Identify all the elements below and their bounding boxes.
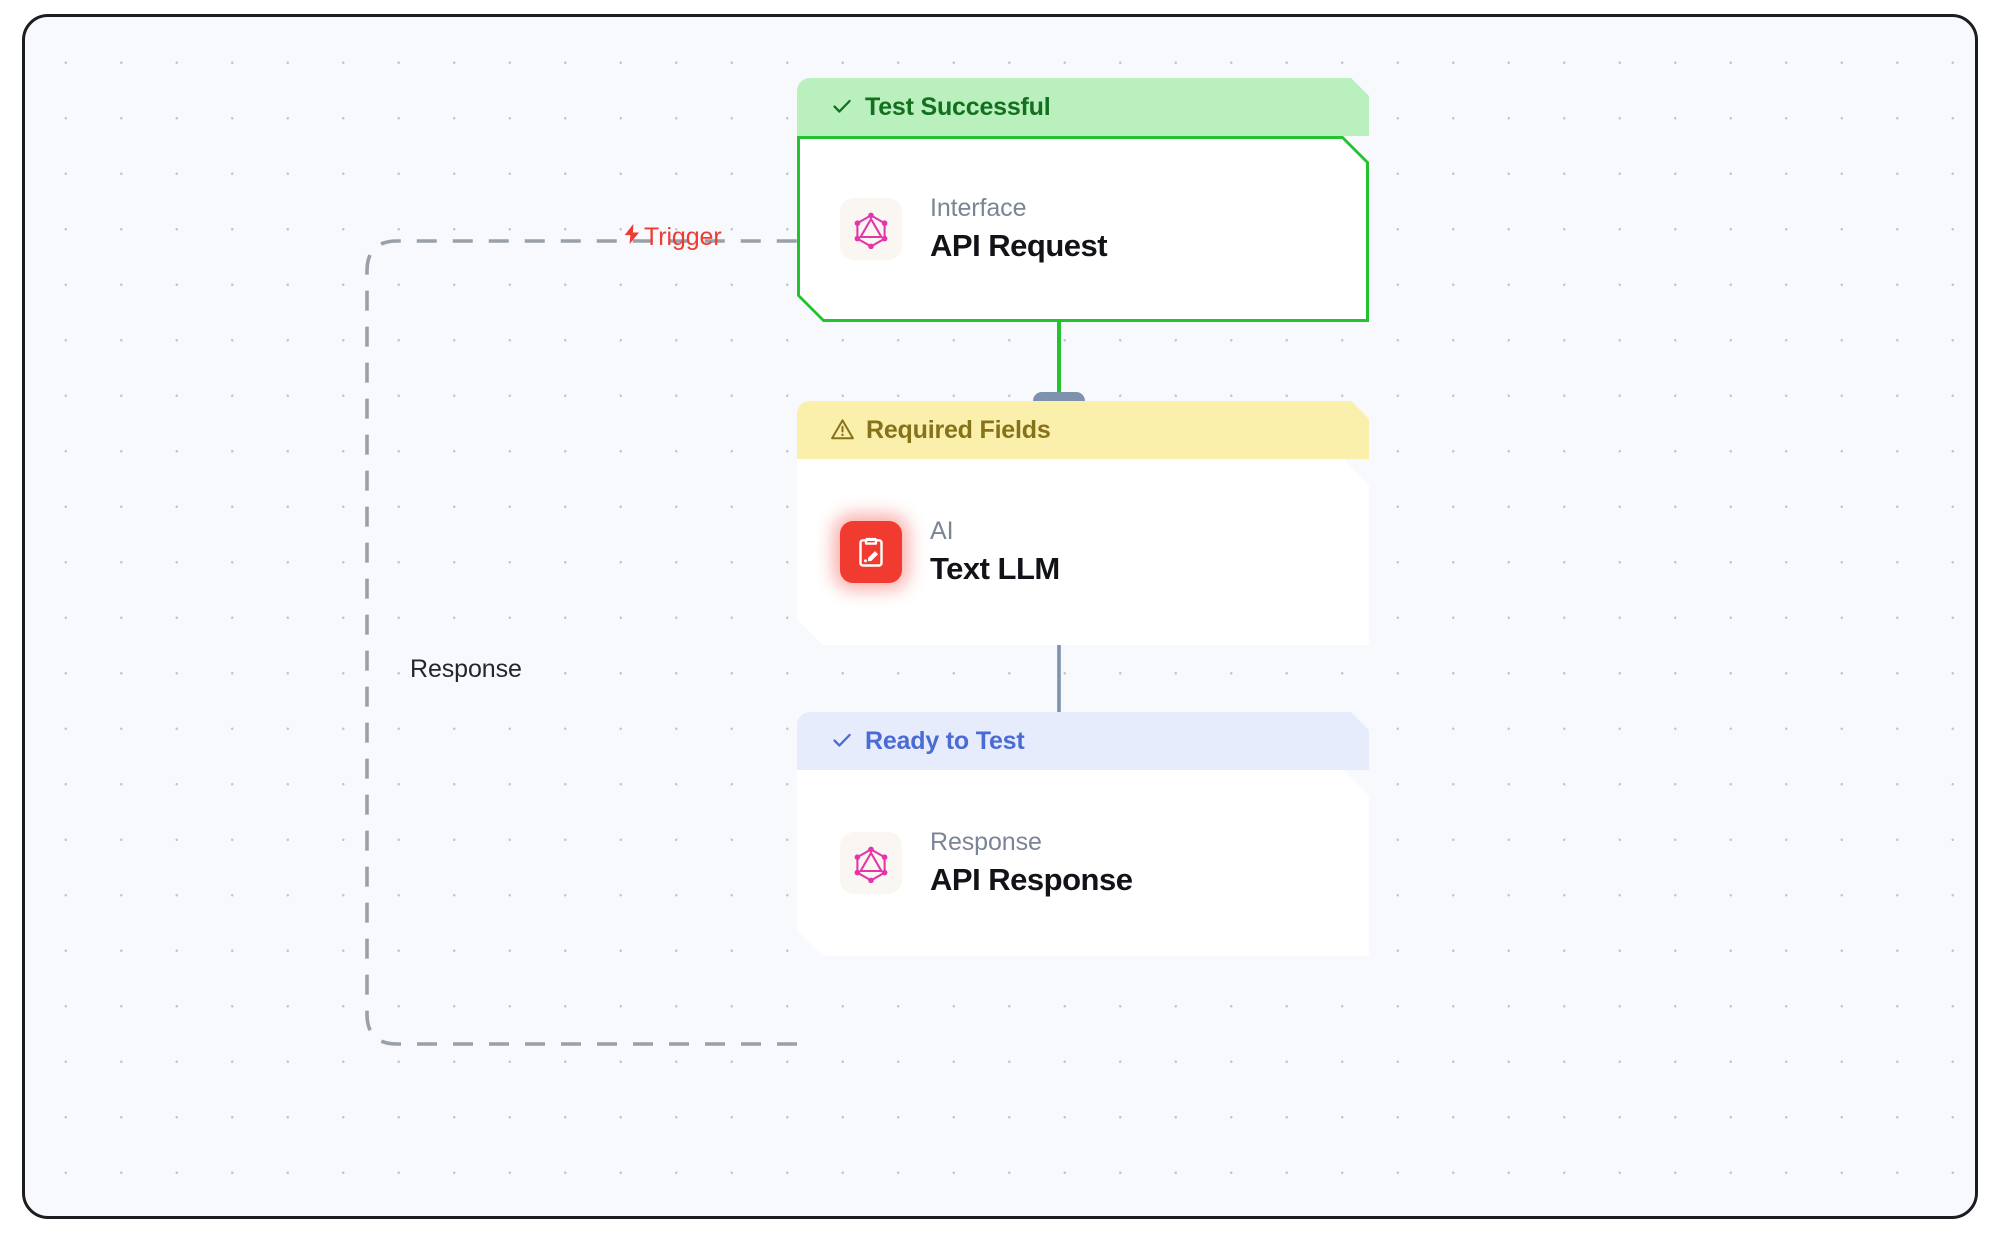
- node-kind-label: Interface: [930, 194, 1027, 223]
- graphql-icon: [840, 198, 902, 260]
- status-banner-label: Test Successful: [865, 92, 1051, 121]
- status-banner-ready-to-test[interactable]: Ready to Test: [797, 712, 1369, 770]
- check-icon: [830, 728, 854, 752]
- node-body-text-llm[interactable]: AI Text LLM: [797, 459, 1369, 645]
- status-banner-required-fields[interactable]: Required Fields: [797, 401, 1369, 459]
- trigger-edge-label[interactable]: Trigger: [621, 222, 722, 253]
- status-banner-test-successful[interactable]: Test Successful: [797, 78, 1369, 136]
- node-text: Interface API Request: [930, 193, 1107, 264]
- warning-triangle-icon: [830, 417, 855, 442]
- node-kind-label: Response: [930, 828, 1042, 857]
- trigger-edge-label-text: Trigger: [644, 223, 722, 251]
- status-banner-label: Ready to Test: [865, 726, 1025, 755]
- node-title-label: API Request: [930, 227, 1108, 263]
- check-icon: [830, 94, 854, 118]
- trigger-response-dashed-edge: [365, 239, 797, 1046]
- node-title-label: Text LLM: [930, 550, 1060, 586]
- workflow-canvas[interactable]: Trigger Response Test Successful: [22, 14, 1978, 1219]
- node-title-label: API Response: [930, 861, 1133, 897]
- node-body-api-request[interactable]: Interface API Request: [797, 136, 1369, 322]
- response-edge-label[interactable]: Response: [402, 652, 530, 687]
- node-body-api-response[interactable]: Response API Response: [797, 770, 1369, 956]
- ai-clipboard-icon: [840, 521, 902, 583]
- node-api-response[interactable]: Ready to Test: [797, 712, 1369, 956]
- lightning-bolt-icon: [621, 221, 643, 252]
- node-content: Interface API Request: [797, 193, 1107, 264]
- node-text-llm[interactable]: Required Fields AI Text LLM: [797, 401, 1369, 645]
- node-kind-label: AI: [930, 517, 954, 546]
- node-text: Response API Response: [930, 827, 1132, 898]
- graphql-icon: [840, 832, 902, 894]
- node-text: AI Text LLM: [930, 516, 1060, 587]
- node-api-request[interactable]: Test Successful: [797, 78, 1369, 322]
- response-edge-label-text: Response: [410, 655, 522, 683]
- status-banner-label: Required Fields: [866, 415, 1051, 444]
